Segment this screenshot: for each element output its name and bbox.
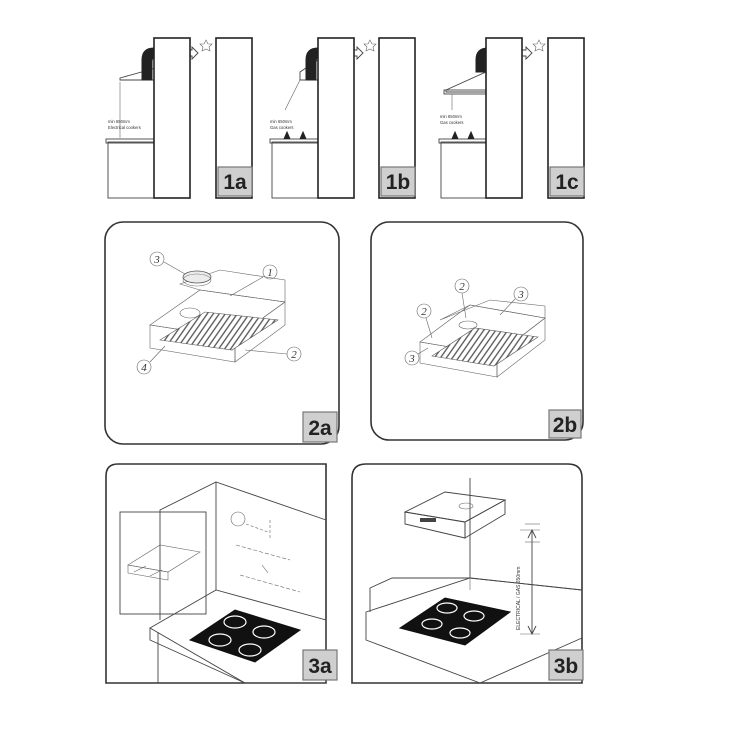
figure-1b: min 650mm Gas cookers 1b [269, 37, 416, 199]
callouts: 3 1 2 4 [136, 251, 302, 375]
dimension-label: ELECTRICAL / GAS 650mm [516, 567, 522, 630]
figure-label: 3b [554, 655, 579, 678]
figure-label: 2a [308, 417, 332, 440]
figure-frame [104, 221, 340, 445]
brick-wall-left [317, 37, 355, 199]
mounting-marks [230, 511, 301, 593]
figure-2a: 3 1 2 4 2a [104, 221, 340, 445]
figure-label-box [548, 649, 584, 681]
figure-1c: min 650mm Gas cookers 1c [438, 37, 585, 199]
figure-label: 2b [553, 414, 578, 437]
clearance-note-line2: Gas cookers [440, 120, 464, 125]
clearance-note-line1: min 650mm [440, 114, 462, 119]
figure-label-box [380, 166, 416, 197]
callout-number: 1 [267, 267, 273, 279]
figure-label-box [548, 409, 582, 439]
callout-number: 3 [408, 353, 415, 365]
hob [398, 597, 512, 646]
figure-label: 3a [308, 655, 332, 678]
clearance-note-line2: Electrical cookers [108, 125, 141, 130]
clearance-note-line1: min 650mm [270, 119, 292, 124]
clearance-note-line1: min 650mm [108, 119, 130, 124]
figure-label: 1c [555, 171, 579, 194]
cooker-hood-isometric [149, 269, 286, 363]
cabinet [105, 138, 159, 199]
figure-label-box [217, 166, 253, 197]
kitchen-walls [369, 478, 583, 612]
brick-wall-left [485, 37, 523, 199]
figure-frame [105, 463, 327, 684]
figure-label: 1b [386, 171, 411, 194]
height-dimension [520, 523, 540, 636]
callout-number: 2 [421, 306, 427, 318]
figure-label-box [549, 166, 585, 197]
figure-3a: 3a [105, 463, 338, 684]
inset-detail [119, 511, 207, 615]
figure-label: 1a [223, 171, 247, 194]
cooker-hood [443, 71, 489, 110]
cooker-hood-isometric [419, 299, 546, 378]
clearance-note-line2: Gas cookers [270, 125, 294, 130]
callout-number: 3 [517, 289, 524, 301]
callout-number: 2 [291, 349, 297, 361]
cabinet [269, 130, 323, 199]
callout-number: 2 [459, 281, 465, 293]
figure-label-box [302, 411, 338, 443]
callouts: 2 2 3 3 [404, 278, 529, 366]
figure-3b: ELECTRICAL / GAS 650mm 3b [351, 463, 584, 684]
figure-frame [351, 463, 583, 684]
callout-number: 4 [141, 362, 147, 374]
filter-cap [182, 270, 212, 287]
kitchen-walls [159, 481, 327, 620]
brick-wall-left [153, 37, 191, 199]
hob [188, 609, 302, 663]
figure-2b: 2 2 3 3 2b [370, 221, 584, 441]
figure-1a: min 650mm Electrical cookers 1a [105, 37, 253, 199]
figure-label-box [302, 649, 338, 681]
cabinet [438, 130, 492, 199]
cooker-hood [403, 491, 507, 539]
countertop [365, 577, 583, 684]
figure-frame [370, 221, 584, 441]
callout-number: 3 [153, 254, 160, 266]
